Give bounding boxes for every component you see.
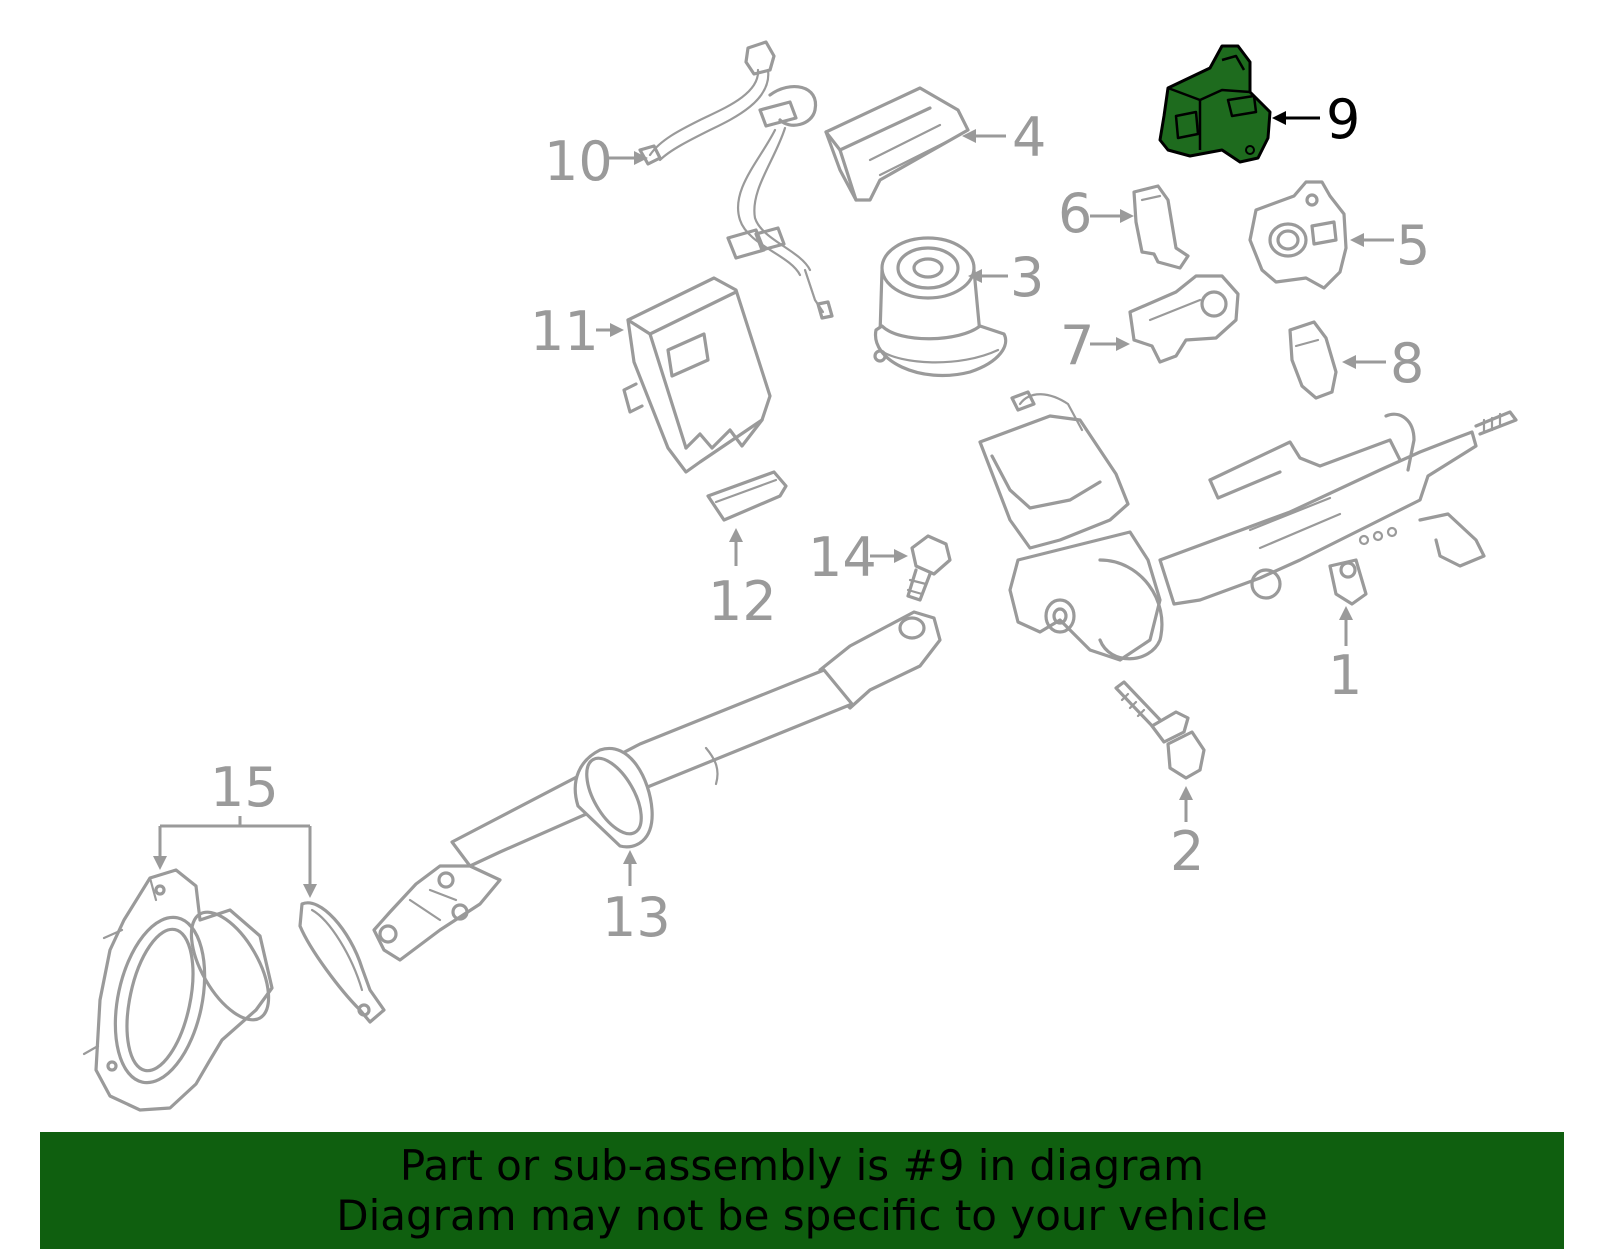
callout-7: 7 — [1060, 314, 1130, 377]
svg-text:5: 5 — [1396, 214, 1430, 277]
svg-text:12: 12 — [708, 570, 777, 633]
part-3-motor[interactable] — [873, 236, 1008, 378]
part-9-highlighted[interactable] — [1158, 44, 1272, 164]
part-12-pad[interactable] — [706, 470, 788, 522]
svg-text:14: 14 — [808, 526, 877, 589]
part-2-bolt[interactable] — [1114, 680, 1206, 780]
callout-1: 1 — [1328, 606, 1362, 707]
svg-text:1: 1 — [1328, 644, 1362, 707]
callout-4: 4 — [962, 106, 1046, 169]
part-10-wire-harness[interactable] — [638, 40, 834, 320]
callout-3: 3 — [968, 246, 1044, 309]
svg-text:8: 8 — [1390, 332, 1424, 395]
part-7-bracket[interactable] — [1128, 274, 1240, 364]
svg-text:2: 2 — [1170, 820, 1204, 883]
svg-text:9: 9 — [1326, 88, 1360, 151]
svg-text:11: 11 — [530, 300, 599, 363]
svg-text:7: 7 — [1060, 314, 1094, 377]
banner-line-2: Diagram may not be specific to your vehi… — [336, 1190, 1268, 1240]
banner-line-1: Part or sub-assembly is #9 in diagram — [399, 1140, 1205, 1190]
part-13-intermediate-shaft[interactable] — [372, 610, 942, 962]
svg-text:13: 13 — [602, 886, 671, 949]
callout-12: 12 — [708, 528, 777, 633]
callout-8: 8 — [1342, 332, 1424, 395]
svg-text:4: 4 — [1012, 106, 1046, 169]
part-4-cover[interactable] — [824, 86, 970, 202]
part-8-sensor[interactable] — [1288, 320, 1338, 400]
part-5-lock-housing[interactable] — [1248, 180, 1348, 290]
svg-text:3: 3 — [1010, 246, 1044, 309]
svg-text:15: 15 — [210, 756, 279, 819]
callout-15: 15 — [153, 756, 317, 898]
callout-2: 2 — [1170, 786, 1204, 883]
part-11-control-module[interactable] — [622, 276, 772, 474]
callout-14: 14 — [808, 526, 908, 589]
svg-text:10: 10 — [544, 130, 613, 193]
callout-13: 13 — [602, 850, 671, 949]
callout-6: 6 — [1058, 182, 1134, 245]
callout-10: 10 — [544, 130, 648, 193]
info-banner: Part or sub-assembly is #9 in diagram Di… — [40, 1132, 1564, 1249]
part-1-steering-column[interactable] — [978, 390, 1518, 662]
callout-11: 11 — [530, 300, 624, 363]
part-15-boot-and-clamp[interactable] — [82, 868, 386, 1112]
part-6-switch[interactable] — [1132, 184, 1190, 270]
part-14-bolt[interactable] — [906, 534, 952, 602]
svg-text:6: 6 — [1058, 182, 1092, 245]
callout-9: 9 — [1272, 88, 1360, 151]
callout-5: 5 — [1350, 214, 1430, 277]
